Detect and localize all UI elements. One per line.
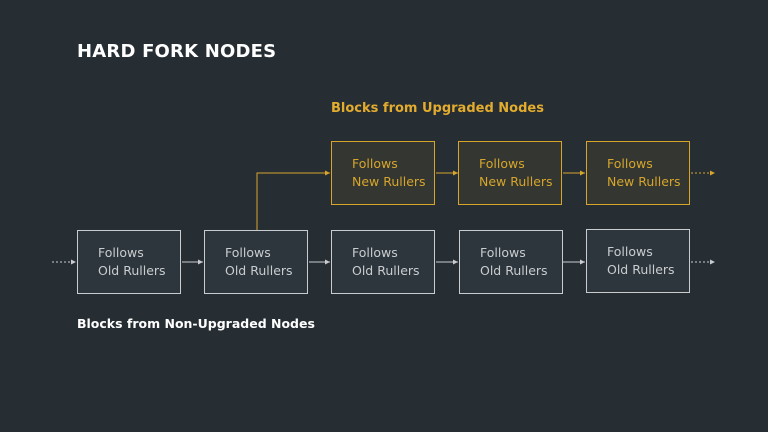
fork-arrow — [256, 170, 330, 230]
old-block-1: Follows Old Rullers — [77, 230, 181, 294]
upgraded-block-3: Follows New Rullers — [586, 141, 690, 205]
block-line-1: Follows — [607, 244, 653, 259]
block-line-2: New Rullers — [607, 174, 681, 189]
block-line-1: Follows — [352, 156, 398, 171]
upgraded-block-2: Follows New Rullers — [458, 141, 562, 205]
block-line-2: New Rullers — [352, 174, 426, 189]
block-line-2: Old Rullers — [352, 263, 420, 278]
block-line-1: Follows — [225, 245, 271, 260]
block-line-1: Follows — [480, 245, 526, 260]
block-line-2: Old Rullers — [98, 263, 166, 278]
page-title: HARD FORK NODES — [77, 41, 277, 62]
block-line-1: Follows — [607, 156, 653, 171]
non-upgraded-chain-label: Blocks from Non-Upgraded Nodes — [77, 316, 315, 331]
old-block-3: Follows Old Rullers — [331, 230, 435, 294]
old-block-2: Follows Old Rullers — [204, 230, 308, 294]
old-block-5: Follows Old Rullers — [586, 229, 690, 293]
block-line-1: Follows — [352, 245, 398, 260]
block-line-2: New Rullers — [479, 174, 553, 189]
block-line-1: Follows — [98, 245, 144, 260]
block-line-2: Old Rullers — [480, 263, 548, 278]
upgraded-block-1: Follows New Rullers — [331, 141, 435, 205]
old-block-4: Follows Old Rullers — [459, 230, 563, 294]
block-line-2: Old Rullers — [225, 263, 293, 278]
block-line-2: Old Rullers — [607, 262, 675, 277]
upgraded-chain-label: Blocks from Upgraded Nodes — [331, 101, 544, 116]
block-line-1: Follows — [479, 156, 525, 171]
